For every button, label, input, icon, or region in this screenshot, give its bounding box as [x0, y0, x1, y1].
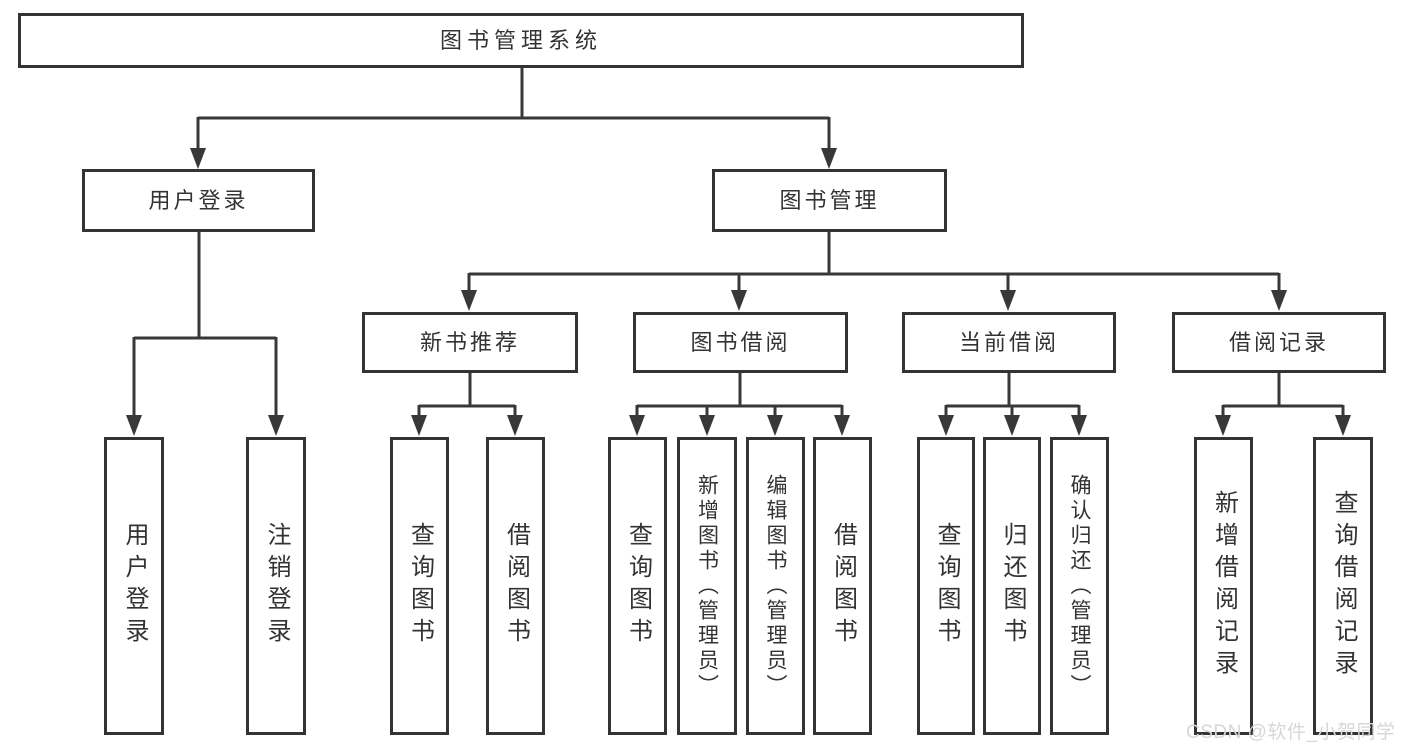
leaf-add-borrow-record-label: 新增借阅记录 [1210, 490, 1238, 682]
node-book-management: 图书管理 [712, 169, 947, 232]
node-book-management-label: 图书管理 [779, 187, 880, 213]
leaf-edit-books-admin-label: 编辑图书（管理员） [764, 473, 787, 699]
leaf-query-borrow-record: 查询借阅记录 [1313, 437, 1373, 735]
leaf-user-login: 用户登录 [104, 437, 164, 735]
node-current-borrowing: 当前借阅 [902, 312, 1116, 373]
leaf-user-login-label: 用户登录 [121, 522, 148, 650]
leaf-query-books-3-label: 查询图书 [933, 522, 960, 650]
leaf-query-borrow-record-label: 查询借阅记录 [1330, 490, 1357, 682]
leaf-confirm-return-admin: 确认归还（管理员） [1050, 437, 1109, 735]
node-root: 图书管理系统 [18, 13, 1024, 68]
leaf-add-books-admin-label: 新增图书（管理员） [695, 473, 719, 699]
leaf-return-books-label: 归还图书 [999, 522, 1026, 650]
node-user-login-label: 用户登录 [148, 187, 249, 213]
leaf-borrow-books-1-label: 借阅图书 [502, 522, 530, 650]
leaf-logout: 注销登录 [246, 437, 306, 735]
watermark: CSDN @软件_小贺同学 [1186, 722, 1396, 743]
leaf-edit-books-admin: 编辑图书（管理员） [746, 437, 805, 735]
leaf-query-books-1: 查询图书 [390, 437, 449, 735]
leaf-logout-label: 注销登录 [263, 522, 290, 650]
leaf-return-books: 归还图书 [983, 437, 1041, 735]
node-book-borrowing-label: 图书借阅 [690, 329, 791, 355]
leaf-add-borrow-record: 新增借阅记录 [1194, 437, 1253, 735]
node-new-book-recommend-label: 新书推荐 [419, 329, 520, 355]
leaf-confirm-return-admin-label: 确认归还（管理员） [1068, 473, 1091, 699]
leaf-query-books-2: 查询图书 [608, 437, 667, 735]
leaf-borrow-books-2: 借阅图书 [813, 437, 872, 735]
leaf-add-books-admin: 新增图书（管理员） [677, 437, 737, 735]
node-book-borrowing: 图书借阅 [633, 312, 848, 373]
node-user-login: 用户登录 [82, 169, 315, 232]
leaf-borrow-books-1: 借阅图书 [486, 437, 545, 735]
leaf-query-books-3: 查询图书 [917, 437, 975, 735]
leaf-borrow-books-2-label: 借阅图书 [829, 522, 857, 650]
node-new-book-recommend: 新书推荐 [362, 312, 578, 373]
node-borrowing-records: 借阅记录 [1172, 312, 1386, 373]
leaf-query-books-2-label: 查询图书 [624, 522, 652, 650]
node-root-label: 图书管理系统 [439, 27, 602, 53]
node-borrowing-records-label: 借阅记录 [1228, 329, 1329, 355]
leaf-query-books-1-label: 查询图书 [406, 522, 434, 650]
node-current-borrowing-label: 当前借阅 [958, 329, 1059, 355]
